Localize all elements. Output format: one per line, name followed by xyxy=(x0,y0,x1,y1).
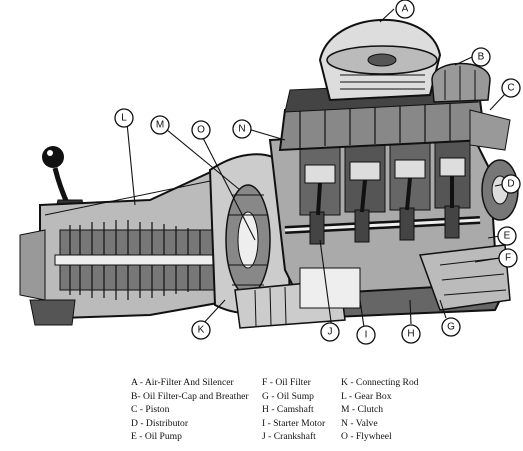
legend-column-1: A - Air-Filter And Silencer B- Oil Filte… xyxy=(131,376,249,444)
air-filter-illustration xyxy=(318,18,442,102)
legend-item: E - Oil Pump xyxy=(131,431,182,443)
legend-column-3: K - Connecting Rod L - Gear Box M - Clut… xyxy=(341,376,419,444)
callout-a-letter: A xyxy=(402,4,409,15)
callout-l-letter: L xyxy=(121,113,127,124)
callout-i: I xyxy=(356,325,376,345)
legend-item: C - Piston xyxy=(131,404,170,416)
callout-n-letter: N xyxy=(238,124,245,135)
callout-o: O xyxy=(191,120,211,140)
callout-f-letter: F xyxy=(505,253,511,264)
clutch-housing-illustration xyxy=(208,153,292,315)
callout-m-letter: M xyxy=(156,120,164,131)
callout-m: M xyxy=(150,115,170,135)
legend-item: A - Air-Filter And Silencer xyxy=(131,377,234,388)
gearbox-illustration xyxy=(19,168,242,326)
callout-e: E xyxy=(497,226,517,246)
callout-n: N xyxy=(232,119,252,139)
starter-motor-illustration xyxy=(234,267,361,329)
callout-h: H xyxy=(401,324,421,344)
callout-d-letter: D xyxy=(507,179,514,190)
legend-item: F - Oil Filter xyxy=(262,377,311,388)
legend-item: B- Oil Filter-Cap and Breather xyxy=(131,390,249,402)
callout-j-letter: J xyxy=(328,327,333,338)
callout-g-letter: G xyxy=(447,322,455,333)
callout-c: C xyxy=(501,78,521,98)
callout-k: K xyxy=(191,320,211,340)
callout-i-letter: I xyxy=(365,330,368,341)
legend-item: K - Connecting Rod xyxy=(341,377,419,388)
callout-a: A xyxy=(395,0,415,19)
callout-b: B xyxy=(471,47,491,67)
legend-column-2: F - Oil Filter G - Oil Sump H - Camshaft… xyxy=(262,376,325,444)
callout-d: D xyxy=(501,174,521,194)
callout-f: F xyxy=(498,248,518,268)
callout-h-letter: H xyxy=(407,329,414,340)
callout-b-letter: B xyxy=(478,52,485,63)
engine-cutaway-diagram: A B C D E F G H I J K L M N O xyxy=(19,0,521,345)
legend-item: M - Clutch xyxy=(341,404,384,416)
callout-e-letter: E xyxy=(504,231,511,242)
callout-k-letter: K xyxy=(198,325,205,336)
legend-item: J - Crankshaft xyxy=(262,431,316,443)
legend-item: H - Camshaft xyxy=(262,404,314,416)
legend-item: G - Oil Sump xyxy=(262,390,314,402)
callout-g: G xyxy=(441,317,461,337)
legend-item: L - Gear Box xyxy=(341,390,392,402)
legend-item: N - Valve xyxy=(341,417,378,429)
legend-item: I - Starter Motor xyxy=(262,417,326,429)
callout-j: J xyxy=(320,322,340,342)
legend-item: D - Distributor xyxy=(131,417,189,429)
oil-sump-illustration xyxy=(298,244,511,320)
oil-filler-cap-illustration xyxy=(431,62,491,103)
callout-l: L xyxy=(114,108,134,128)
callout-c-letter: C xyxy=(507,83,514,94)
legend-item: O - Flywheel xyxy=(341,431,392,443)
callout-o-letter: O xyxy=(197,125,205,136)
